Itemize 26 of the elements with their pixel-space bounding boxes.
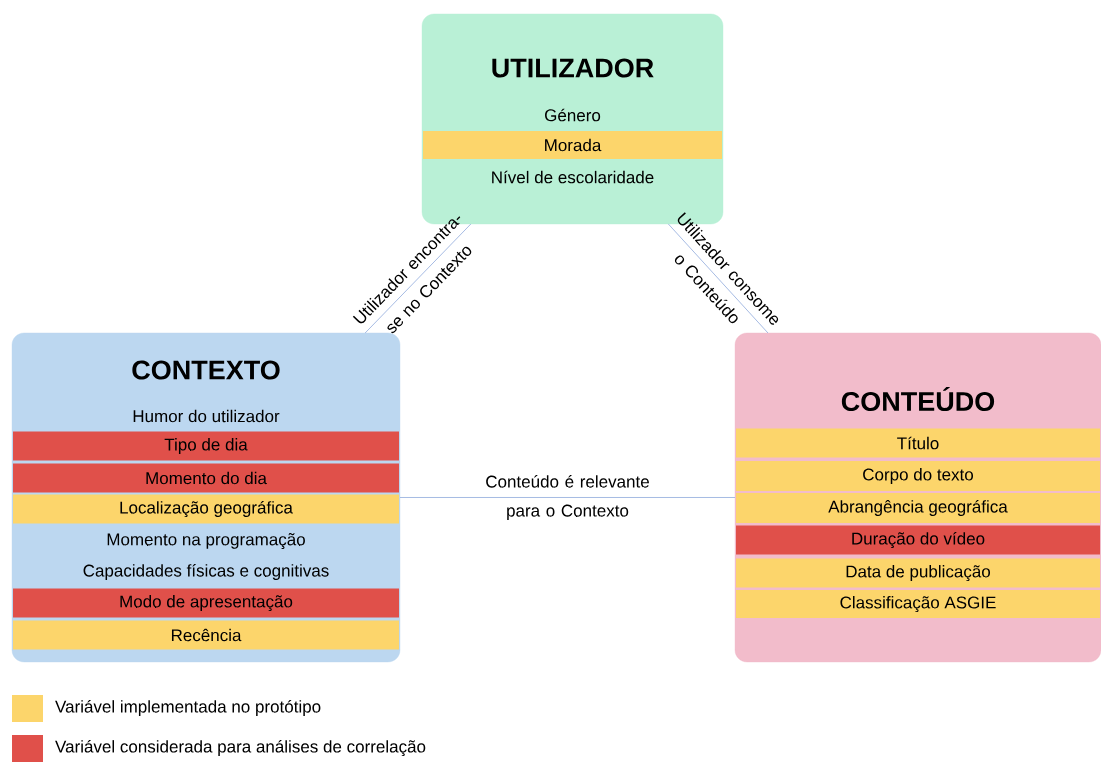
variable-row: Data de publicação: [736, 558, 1100, 588]
connector-line: [364, 223, 472, 334]
variable-text: Capacidades físicas e cognitivas: [83, 564, 329, 580]
variable-row: Localização geográfica: [13, 494, 399, 524]
variable-text: Momento na programação: [107, 533, 305, 549]
legend-text: Variável implementada no protótipo: [55, 699, 321, 716]
variable-row: Título: [736, 428, 1100, 458]
variable-row: Recência: [13, 620, 399, 650]
variable-row: Abrangência geográfica: [736, 493, 1100, 523]
connector-line: [667, 223, 769, 334]
variable-row: Modo de apresentação: [13, 588, 399, 618]
node-label: Corpo do texto: [863, 468, 974, 484]
variable-row: Duração do vídeo: [736, 525, 1100, 555]
variable-row: Morada: [423, 131, 722, 159]
legend-text: Variável considerada para análises de correlação: [55, 739, 426, 757]
variable-text: Género: [545, 108, 601, 122]
connector-line: [399, 497, 736, 498]
variable-text: Humor do utilizador: [133, 409, 280, 423]
variable-text: Nível de escolaridade: [492, 170, 654, 184]
variable-row: Corpo do texto: [736, 461, 1100, 491]
node-label: Data de publicação: [846, 565, 991, 581]
variable-row: Classificação ASGIE: [736, 590, 1100, 618]
variable-row: Tipo de dia: [13, 431, 399, 461]
edge-label: Conteúdo é relevante para o Contexto: [486, 475, 649, 520]
variable-row: Momento do dia: [13, 463, 399, 493]
node-label: Abrangência geográfica: [828, 499, 1008, 517]
